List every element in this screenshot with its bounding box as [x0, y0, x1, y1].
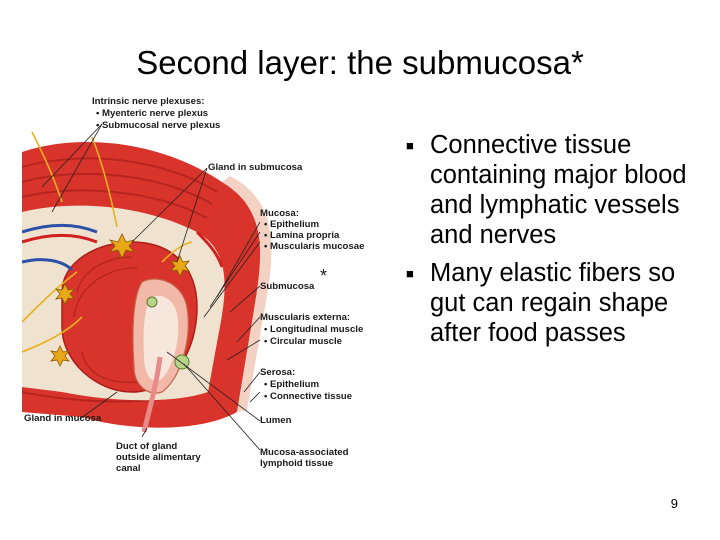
bullet-text: Many elastic fibers so gut can regain sh…: [430, 259, 676, 347]
serosa-band: [222, 176, 272, 412]
bullet-square-icon: ■: [406, 138, 414, 153]
label-mucosa-epithelium: • Epithelium: [264, 219, 320, 230]
label-muscularis-mucosae: • Muscularis mucosae: [264, 241, 365, 252]
slide-title: Second layer: the submucosa*: [136, 44, 584, 81]
bullet-square-icon: ■: [406, 266, 414, 281]
lumen-cavity: [143, 295, 179, 381]
label-mucosa: Mucosa:: [260, 208, 299, 219]
label-leader-lines: [41, 123, 261, 451]
page-number: 9: [670, 496, 678, 511]
label-myenteric-plexus: • Myenteric nerve plexus: [96, 108, 209, 119]
label-duct-line2: outside alimentary: [116, 452, 201, 463]
label-serosa-epithelium: • Epithelium: [264, 379, 320, 390]
label-lumen: Lumen: [260, 415, 292, 426]
gland-duct: [141, 356, 163, 433]
label-longitudinal-muscle: • Longitudinal muscle: [264, 324, 364, 335]
nerve-plexus-ganglia: [50, 233, 190, 367]
nerve-fibers: [21, 131, 193, 353]
label-malt-line2: lymphoid tissue: [260, 458, 334, 469]
bullet-item: ■ Many elastic fibers so gut can regain …: [406, 258, 706, 348]
alimentary-canal-illustration: Intrinsic nerve plexuses: • Myenteric ne…: [21, 92, 392, 482]
submucosal-gland: [146, 296, 158, 308]
circular-fiber-lines: [73, 256, 138, 383]
tissue-cross-section-drawing: [21, 123, 272, 451]
label-duct-line3: canal: [116, 463, 141, 474]
submucosa-asterisk: *: [320, 266, 328, 286]
label-gland-in-mucosa: Gland in mucosa: [24, 413, 102, 424]
label-serosa: Serosa:: [260, 367, 296, 378]
label-duct-line1: Duct of gland: [116, 441, 178, 452]
label-circular-muscle: • Circular muscle: [264, 336, 343, 347]
label-lamina-propria: • Lamina propria: [264, 230, 340, 241]
label-intrinsic-plexuses: Intrinsic nerve plexuses:: [92, 96, 205, 107]
blood-vessels: [21, 223, 224, 272]
label-malt-line1: Mucosa-associated: [260, 447, 349, 458]
label-gland-in-submucosa: Gland in submucosa: [208, 162, 303, 173]
label-connective-tissue: • Connective tissue: [264, 391, 353, 402]
bullet-item: ■ Connective tissue containing major blo…: [406, 130, 706, 250]
label-submucosa: Submucosa: [260, 281, 315, 292]
bullet-text: Connective tissue containing major blood…: [430, 131, 687, 249]
label-muscularis-externa: Muscularis externa:: [260, 312, 351, 323]
label-submucosal-plexus: • Submucosal nerve plexus: [96, 120, 221, 131]
bullet-list: ■ Connective tissue containing major blo…: [406, 130, 706, 356]
